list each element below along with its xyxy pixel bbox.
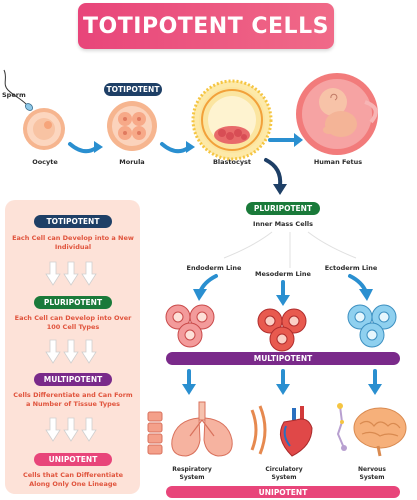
left-multipotent-badge: MULTIPOTENT xyxy=(34,373,112,386)
unipotent-bar: UNIPOTENT xyxy=(166,486,400,498)
arrow-icon xyxy=(68,141,103,154)
pluripotent-badge: PLURIPOTENT xyxy=(246,202,320,215)
circulatory-system-label: Circulatory System xyxy=(265,466,303,481)
down-arrows-icon xyxy=(45,339,97,364)
arrow-icon xyxy=(348,274,373,301)
down-arrows-icon xyxy=(45,417,97,442)
arrow-icon xyxy=(160,141,195,154)
page-title: TOTIPOTENT CELLS xyxy=(83,13,329,39)
endoderm-line-label: Endoderm Line xyxy=(186,264,242,272)
arrow-icon xyxy=(182,369,196,395)
multipotent-bar: MULTIPOTENT xyxy=(166,352,400,365)
human-fetus-label: Human Fetus xyxy=(313,158,363,166)
title-banner: TOTIPOTENT CELLS xyxy=(78,3,334,49)
sperm-illustration xyxy=(3,69,34,111)
arrow-icon xyxy=(276,280,290,306)
mesoderm-line-label: Mesoderm Line xyxy=(255,270,311,278)
lungs-icon xyxy=(147,401,233,457)
mesoderm-cells-illustration xyxy=(257,308,307,352)
respiratory-system-label: Respiratory System xyxy=(172,466,212,481)
blastocyst-illustration xyxy=(191,79,273,161)
heart-icon xyxy=(250,405,313,457)
multipotent-description: Cells Differentiate and Can Form a Numbe… xyxy=(13,391,133,408)
down-arrows-icon xyxy=(45,261,97,286)
arrow-icon xyxy=(276,369,290,395)
arrow-icon xyxy=(268,133,303,147)
sperm-label: Sperm xyxy=(2,91,26,99)
blastocyst-label: Blastocyst xyxy=(212,158,252,166)
morula-illustration xyxy=(107,101,157,151)
oocyte-label: Oocyte xyxy=(32,158,58,166)
totipotent-description: Each Cell can Develop into a New Individ… xyxy=(12,234,134,251)
ectoderm-cells-illustration xyxy=(347,304,397,348)
arrow-icon xyxy=(193,274,218,301)
unipotent-description: Cells that Can Differentiate Along Only … xyxy=(22,471,124,488)
pluripotent-description: Each Cell can Develop into Over 100 Cell… xyxy=(14,314,132,331)
branch-arrows xyxy=(223,231,357,268)
arrow-icon xyxy=(368,369,382,395)
left-totipotent-badge: TOTIPOTENT xyxy=(34,215,112,228)
inner-mass-cells-label: Inner Mass Cells xyxy=(253,220,313,228)
brain-icon xyxy=(336,403,407,457)
morula-label: Morula xyxy=(119,158,145,166)
left-pluripotent-badge: PLURIPOTENT xyxy=(34,296,112,309)
nervous-system-label: Nervous System xyxy=(358,466,386,481)
oocyte-illustration xyxy=(23,108,65,150)
totipotent-badge: TOTIPOTENT xyxy=(104,83,162,96)
endoderm-cells-illustration xyxy=(165,304,215,348)
ectoderm-line-label: Ectoderm Line xyxy=(324,264,378,272)
left-unipotent-badge: UNIPOTENT xyxy=(34,453,112,466)
human-fetus-illustration xyxy=(296,73,378,155)
arrow-icon xyxy=(264,158,287,195)
